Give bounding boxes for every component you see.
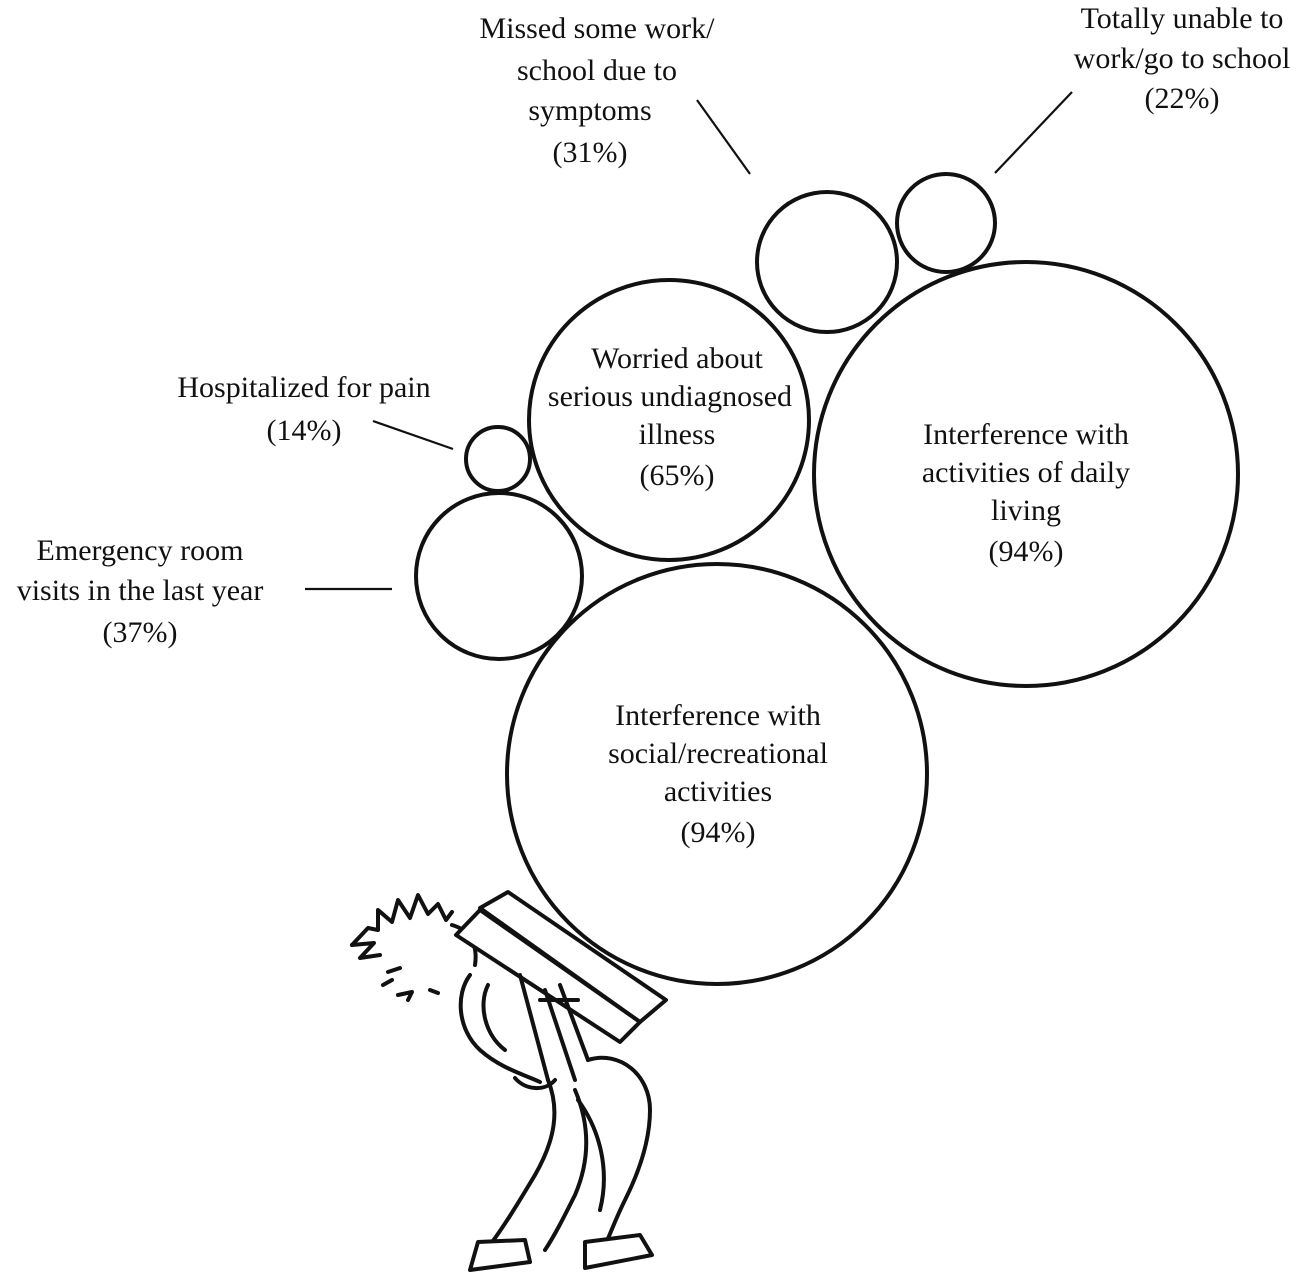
svg-text:Worried about: Worried about — [591, 342, 763, 375]
svg-text:school due to: school due to — [517, 54, 677, 87]
label-social-recreational: Interference with social/recreational ac… — [608, 699, 828, 849]
leader-unable — [994, 91, 1073, 174]
callout-emergency-room: Emergency room visits in the last year (… — [17, 534, 264, 649]
svg-text:serious undiagnosed: serious undiagnosed — [548, 380, 792, 413]
leader-hospital — [372, 419, 454, 451]
svg-text:(22%): (22%) — [1145, 82, 1220, 115]
bubble-worried — [527, 278, 811, 562]
svg-text:Interference with: Interference with — [923, 418, 1129, 451]
svg-text:work/go to school: work/go to school — [1074, 42, 1291, 75]
svg-text:social/recreational: social/recreational — [608, 737, 828, 770]
svg-text:(94%): (94%) — [989, 535, 1064, 568]
svg-text:(94%): (94%) — [681, 816, 756, 849]
label-daily-living: Interference with activities of daily li… — [922, 418, 1130, 568]
svg-text:Missed some work/: Missed some work/ — [480, 12, 716, 45]
bubble-daily-living — [812, 260, 1240, 688]
leader-missed — [696, 99, 751, 175]
bubble-unable-work — [895, 172, 997, 274]
callout-unable-work: Totally unable to work/go to school (22%… — [1074, 2, 1291, 115]
svg-text:(14%): (14%) — [267, 414, 342, 447]
svg-text:Totally unable to: Totally unable to — [1081, 2, 1284, 35]
svg-text:Emergency room: Emergency room — [37, 534, 244, 567]
svg-text:(65%): (65%) — [640, 459, 715, 492]
person-carrying-burden-icon — [350, 890, 668, 1272]
svg-text:symptoms: symptoms — [528, 94, 651, 127]
bubble-missed-work — [755, 190, 899, 334]
svg-text:Interference with: Interference with — [615, 699, 821, 732]
callout-missed-work: Missed some work/ school due to symptoms… — [480, 12, 716, 169]
svg-text:(31%): (31%) — [553, 136, 628, 169]
svg-text:Hospitalized for pain: Hospitalized for pain — [177, 371, 430, 404]
svg-text:activities of daily: activities of daily — [922, 456, 1130, 489]
bubble-hospitalized — [464, 425, 532, 493]
svg-text:illness: illness — [639, 418, 716, 451]
svg-text:visits in the last year: visits in the last year — [17, 574, 264, 607]
svg-text:(37%): (37%) — [103, 616, 178, 649]
svg-text:activities: activities — [664, 775, 772, 808]
bubble-social-recreational — [505, 562, 929, 986]
svg-text:living: living — [991, 494, 1061, 527]
callout-hospitalized: Hospitalized for pain (14%) — [177, 371, 430, 447]
label-worried: Worried about serious undiagnosed illnes… — [548, 342, 792, 492]
bubble-emergency-room — [414, 491, 584, 661]
